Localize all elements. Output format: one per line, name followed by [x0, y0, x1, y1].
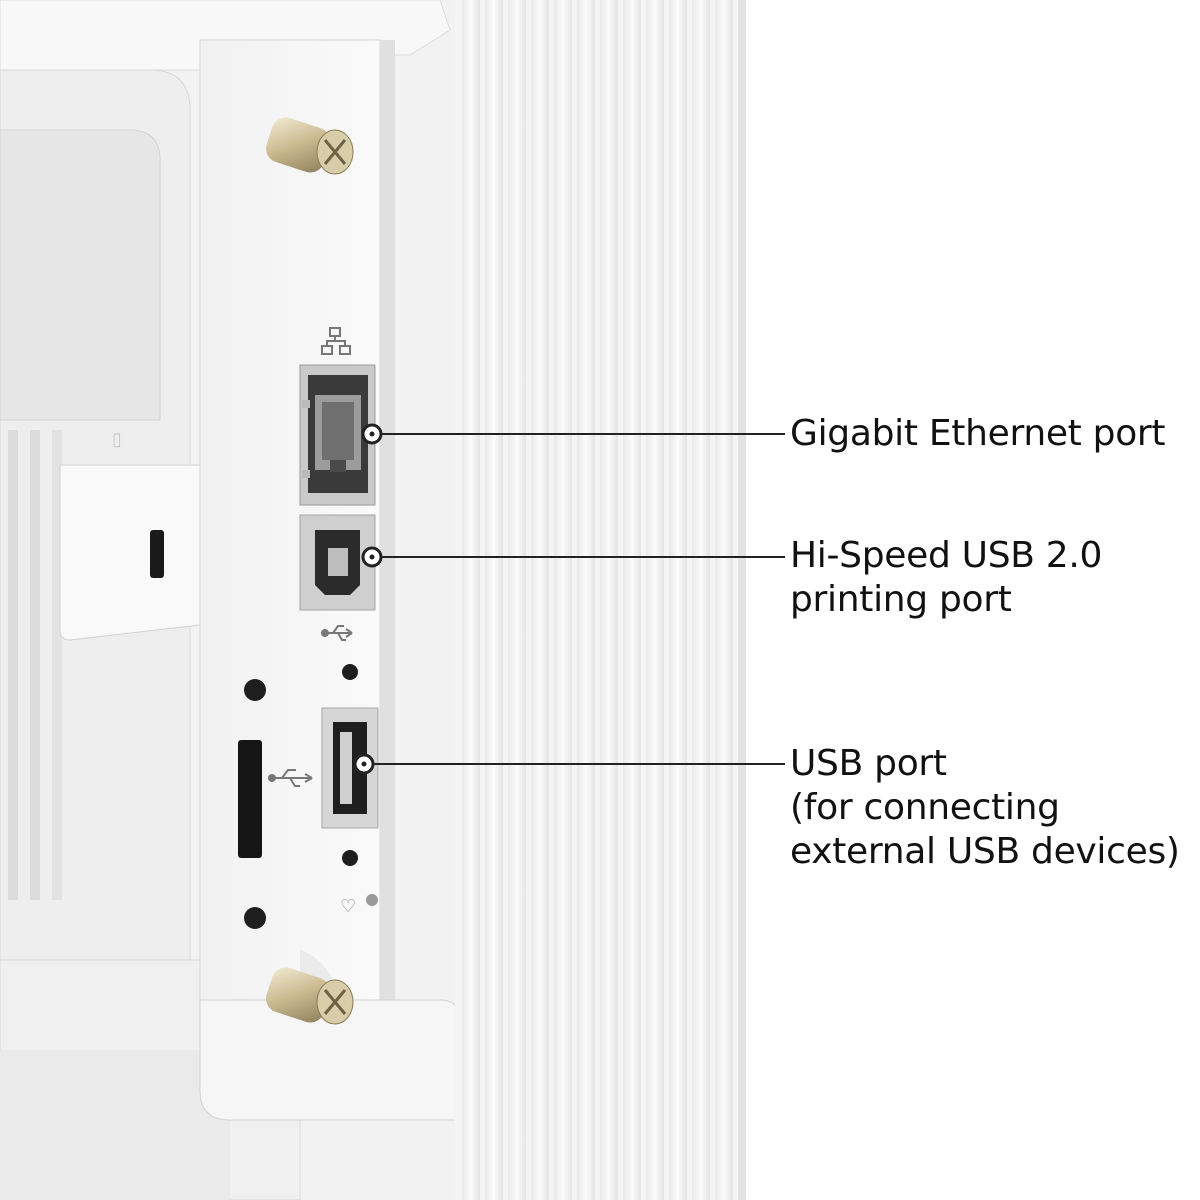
hip-slot: [238, 740, 262, 858]
indicator-hole: [342, 664, 358, 680]
label-ethernet: Gigabit Ethernet port: [790, 412, 1166, 456]
label-line: USB port: [790, 743, 947, 784]
lock-slot: [150, 530, 164, 578]
label-line: Gigabit Ethernet port: [790, 413, 1166, 454]
svg-text:▯: ▯: [112, 429, 122, 450]
heart-icon: ♡: [340, 896, 356, 917]
callout-line-usb-host: [353, 753, 785, 775]
usb-b-port: [299, 514, 376, 611]
usb-icon-lower: [268, 769, 313, 787]
label-line: printing port: [790, 579, 1012, 620]
usb-icon-upper: [321, 625, 353, 641]
thumb-screw-top: [266, 117, 354, 175]
callout-line-usb-printing: [361, 546, 785, 568]
indicator-hole: [342, 850, 358, 866]
label-line: (for connecting: [790, 787, 1060, 828]
mount-hole: [244, 679, 266, 701]
callout-line-ethernet: [361, 423, 785, 445]
label-line: external USB devices): [790, 831, 1180, 872]
label-usb-printing: Hi-Speed USB 2.0 printing port: [790, 534, 1102, 622]
mount-hole: [244, 907, 266, 929]
ribbed-side-panel: [455, 0, 746, 1200]
network-icon: [321, 327, 351, 355]
usb-a-port: [321, 707, 379, 829]
label-line: Hi-Speed USB 2.0: [790, 535, 1103, 576]
label-usb-host: USB port (for connecting external USB de…: [790, 742, 1180, 874]
thumb-screw-bottom: [266, 967, 354, 1025]
